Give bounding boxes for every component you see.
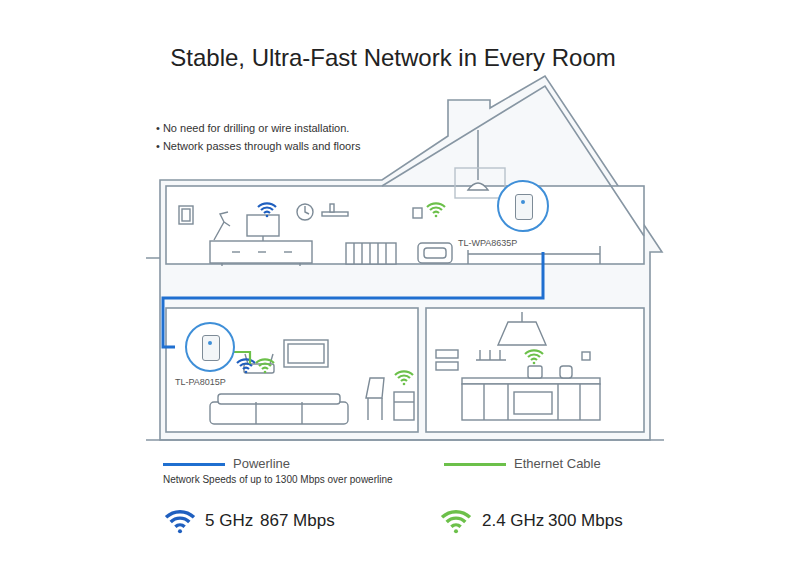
note-label: 5 GHz (205, 511, 253, 531)
device-label: TL-PA8015P (175, 377, 226, 387)
legend-label: Powerline (233, 456, 290, 471)
adapter-circle (185, 322, 235, 372)
title: Stable, Ultra-Fast Network in Every Room (0, 44, 786, 72)
legend-sample (163, 463, 225, 466)
note-label: 300 Mbps (548, 511, 623, 531)
adapter-circle (497, 180, 549, 232)
note-label: Network Speeds of up to 1300 Mbps over p… (163, 474, 393, 485)
device-label: TL-WPA8635P (458, 238, 517, 248)
adapter-body (515, 194, 533, 220)
legend-sample (444, 463, 506, 466)
note-label: 2.4 GHz (482, 511, 544, 531)
adapter-node: TL-WPA8635P (455, 180, 555, 252)
adapter-node: TL-PA8015P (175, 322, 245, 392)
adapter-led (521, 200, 525, 204)
note-label: • No need for drilling or wire installat… (156, 122, 349, 134)
legend-label: Ethernet Cable (514, 456, 601, 471)
note-label: 867 Mbps (260, 511, 335, 531)
note-label: • Network passes through walls and floor… (156, 140, 360, 152)
adapter-led (208, 341, 212, 345)
adapter-body (202, 335, 220, 361)
